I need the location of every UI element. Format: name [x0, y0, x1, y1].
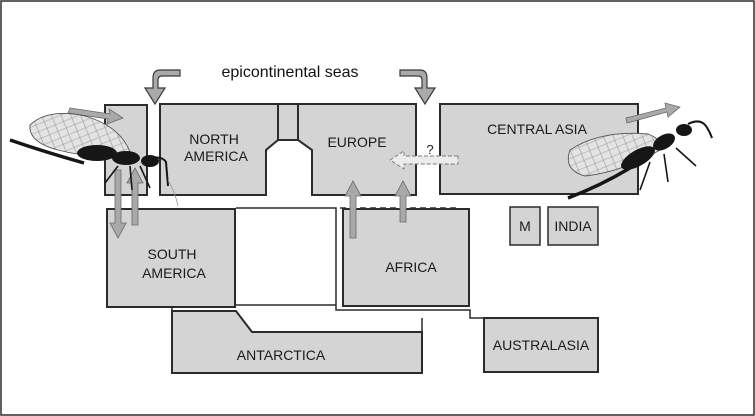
india-landmass: [547, 206, 599, 246]
dispersal-arrow-icon: [625, 102, 681, 124]
australasia-landmass: [483, 317, 599, 373]
dispersal-arrow-icon: [389, 150, 459, 170]
label-madagascar: M: [519, 218, 531, 234]
atlantic-isthmus: [277, 103, 299, 141]
label-south-america: SOUTH AMERICA: [142, 246, 206, 281]
uncertain-route-marker: ?: [426, 142, 433, 157]
south-america-landmass: [106, 208, 236, 308]
label-australasia: AUSTRALASIA: [493, 337, 590, 353]
label-antarctica: ANTARCTICA: [237, 347, 326, 363]
africa-landmass: [342, 208, 470, 307]
diagram-heading: epicontinental seas: [222, 64, 359, 81]
antarctica-landmass: [171, 310, 423, 374]
wasp-silhouette-icon: [9, 113, 179, 207]
curved-arrow-icon: [143, 69, 181, 106]
label-india: INDIA: [554, 218, 592, 234]
label-africa: AFRICA: [385, 259, 437, 275]
curved-arrow-icon: [399, 69, 437, 106]
dispersal-arrow-icon: [344, 180, 362, 239]
europe-landmass: [297, 103, 417, 196]
wasp-silhouette-icon: [567, 120, 713, 200]
label-north-america: NORTH AMERICA: [184, 131, 248, 164]
label-central-asia: CENTRAL ASIA: [487, 121, 588, 137]
dispersal-arrow-icon: [109, 169, 127, 239]
madagascar-landmass: [509, 206, 541, 246]
label-europe: EUROPE: [327, 134, 386, 150]
dispersal-arrow-icon: [394, 180, 412, 223]
